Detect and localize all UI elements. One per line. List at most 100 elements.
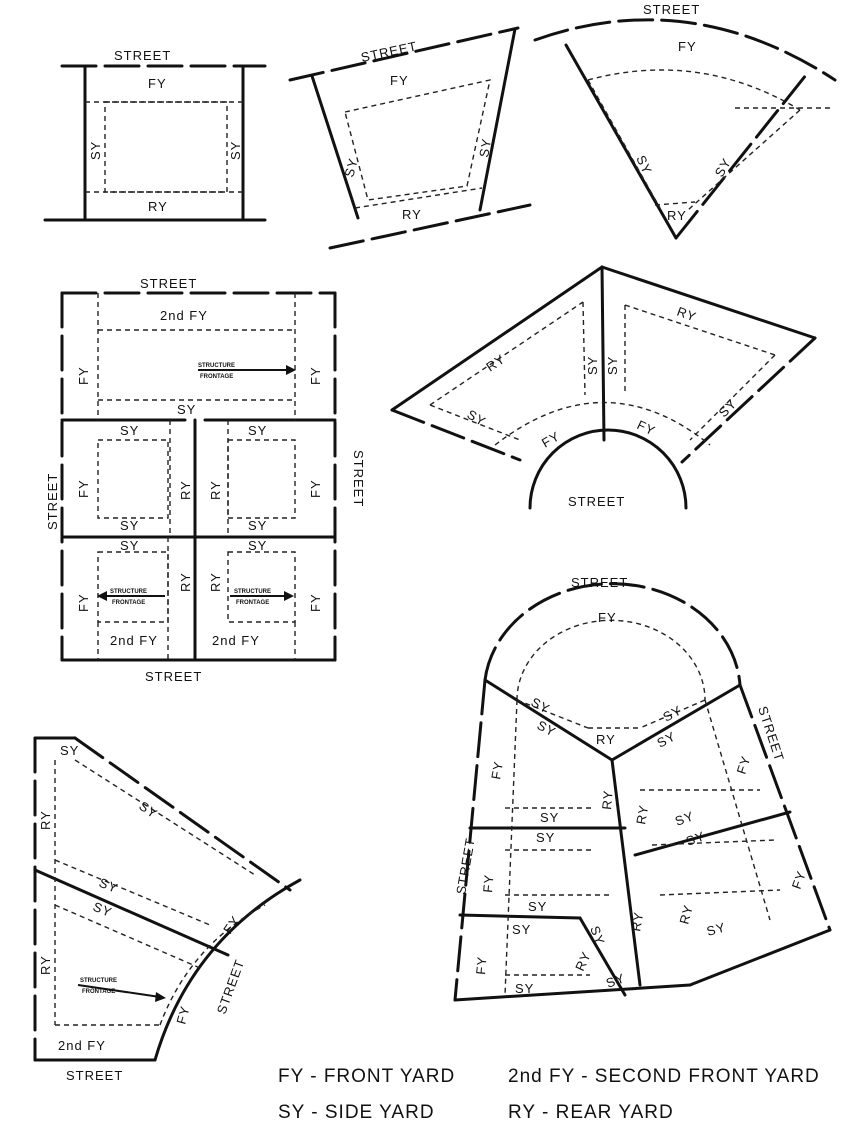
side-yard-label: SY (91, 899, 115, 920)
front-yard-label: FY (308, 479, 323, 498)
street-label: STREET (571, 575, 628, 590)
front-yard-label: FY (173, 1004, 192, 1026)
front-yard-label: FY (308, 593, 323, 612)
structure-label: STRUCTURE (198, 363, 235, 369)
rear-yard-label: RY (178, 572, 193, 592)
structure-label: STRUCTURE (234, 589, 271, 595)
front-yard-label: FY (390, 73, 409, 88)
front-yard-label: FY (635, 417, 658, 438)
side-yard-label: SY (716, 396, 740, 420)
side-yard-label: SY (120, 518, 139, 533)
front-yard-label: FY (480, 873, 497, 893)
street-label: STREET (643, 2, 700, 17)
legend-front-yard: FY - FRONT YARD (278, 1066, 455, 1087)
street-label: STREET (568, 494, 625, 509)
structure-label: STRUCTURE (80, 978, 117, 984)
street-label: STREET (45, 473, 60, 530)
rear-yard-label: RY (178, 480, 193, 500)
side-yard-label: SY (712, 155, 735, 179)
frontage-label: FRONTAGE (200, 374, 233, 380)
rear-yard-label: RY (596, 732, 616, 747)
second-front-yard-label: 2nd FY (110, 633, 158, 648)
side-yard-label: SY (535, 717, 559, 739)
side-yard-label: SY (515, 981, 534, 996)
legend: FY - FRONT YARD 2nd FY - SECOND FRONT YA… (278, 1066, 820, 1123)
rear-yard-label: RY (208, 480, 223, 500)
front-yard-label: FY (76, 593, 91, 612)
side-yard-label: SY (60, 743, 79, 758)
diagram-cul-de-sac-pair: STREET RY RY SY SY SY SY FY FY (390, 265, 817, 510)
side-yard-label: SY (684, 828, 707, 849)
diagram-city-block: STREET STREET STREET STREET 2nd FY FY FY… (45, 276, 366, 684)
side-yard-label: SY (633, 153, 655, 177)
front-yard-label: FY (598, 610, 617, 625)
street-label: STREET (360, 38, 419, 65)
side-yard-label: SY (528, 899, 547, 914)
front-yard-label: FY (789, 868, 809, 891)
rear-yard-label: RY (599, 789, 616, 810)
rear-yard-label: RY (675, 304, 699, 325)
side-yard-label: SY (476, 137, 494, 159)
side-yard-label: SY (587, 924, 608, 947)
rear-yard-label: RY (628, 910, 646, 932)
side-yard-label: SY (120, 423, 139, 438)
structure-label: STRUCTURE (110, 589, 147, 595)
second-front-yard-label: 2nd FY (58, 1038, 106, 1053)
rear-yard-label: RY (38, 810, 53, 830)
side-yard-label: SY (88, 141, 103, 160)
legend-rear-yard: RY - REAR YARD (508, 1102, 674, 1123)
rear-yard-label: RY (208, 572, 223, 592)
second-front-yard-label: 2nd FY (160, 308, 208, 323)
diagram-cul-de-sac-multi-lot: STREET STREET STREET FY SY SY RY SY SY F… (453, 575, 832, 1002)
rear-yard-label: RY (148, 199, 168, 214)
rear-yard-label: RY (483, 351, 508, 375)
rear-yard-label: RY (572, 949, 594, 973)
rear-yard-label: RY (667, 208, 687, 223)
legend-second-front-yard: 2nd FY - SECOND FRONT YARD (508, 1066, 820, 1087)
side-yard-label: SY (604, 970, 627, 991)
side-yard-label: SY (341, 156, 360, 179)
front-yard-label: FY (488, 760, 506, 781)
side-yard-label: SY (120, 538, 139, 553)
street-label: STREET (214, 957, 248, 1016)
side-yard-label: SY (529, 694, 553, 716)
side-yard-label: SY (705, 919, 728, 938)
frontage-label: FRONTAGE (236, 600, 269, 606)
diagram-corner-curve-lot: SY SY SY SY RY RY FY FY 2nd FY STREET ST… (33, 736, 302, 1083)
diagram-wedge-lot: STREET FY SY SY RY (533, 2, 837, 240)
side-yard-label: SY (228, 141, 243, 160)
street-label: STREET (755, 704, 787, 763)
legend-side-yard: SY - SIDE YARD (278, 1102, 435, 1123)
rear-yard-label: RY (676, 903, 696, 926)
side-yard-label: SY (585, 356, 600, 375)
front-yard-label: FY (148, 76, 167, 91)
side-yard-label: SY (605, 356, 620, 375)
side-yard-label: SY (248, 423, 267, 438)
rear-yard-label: RY (402, 207, 422, 222)
rear-yard-label: RY (38, 955, 53, 975)
street-label: STREET (145, 669, 202, 684)
front-yard-label: FY (734, 754, 754, 776)
front-yard-label: FY (678, 39, 697, 54)
side-yard-label: SY (248, 538, 267, 553)
front-yard-label: FY (308, 366, 323, 385)
side-yard-label: SY (536, 830, 555, 845)
street-label: STREET (66, 1068, 123, 1083)
street-label: STREET (140, 276, 197, 291)
street-label: STREET (114, 48, 171, 63)
front-yard-label: FY (76, 366, 91, 385)
side-yard-label: SY (673, 808, 696, 829)
second-front-yard-label: 2nd FY (212, 633, 260, 648)
side-yard-label: SY (136, 798, 160, 821)
side-yard-label: SY (248, 518, 267, 533)
diagram-rectangular-lot: STREET FY RY SY SY (43, 48, 267, 222)
frontage-label: FRONTAGE (82, 989, 115, 995)
front-yard-label: FY (76, 479, 91, 498)
side-yard-label: SY (540, 810, 559, 825)
side-yard-label: SY (512, 922, 531, 937)
side-yard-label: SY (97, 875, 121, 896)
front-yard-label: FY (473, 955, 490, 975)
side-yard-label: SY (177, 402, 196, 417)
street-label: STREET (351, 450, 366, 507)
